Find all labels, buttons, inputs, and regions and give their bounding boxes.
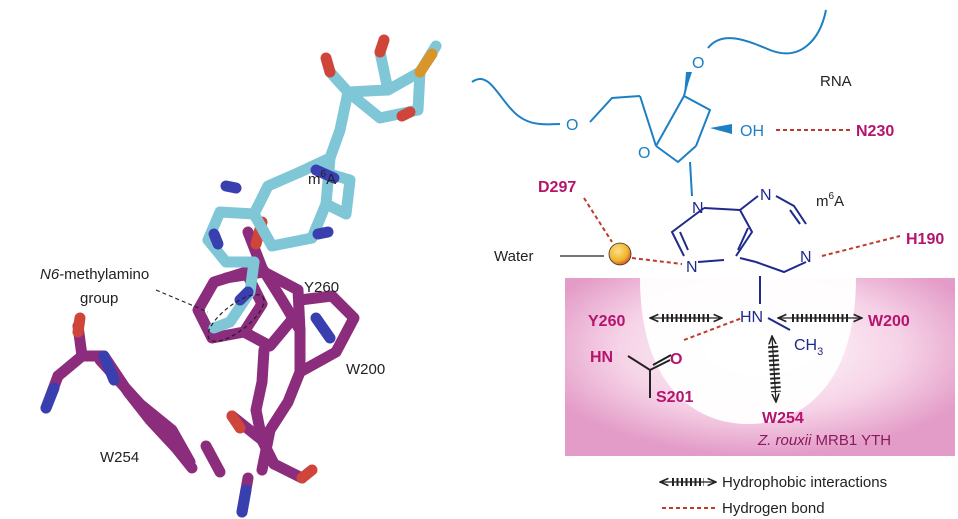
label-w200-3d: W200	[346, 361, 385, 378]
atom-n7: N	[686, 259, 698, 276]
atom-ch3: CH3	[794, 337, 823, 358]
label-n6-methylamino: N6-methylamino	[40, 266, 149, 283]
atom-o-ring: O	[638, 145, 650, 162]
residue-h190: H190	[906, 231, 944, 248]
label-y260-3d: Y260	[304, 279, 339, 296]
legend: Hydrophobic interactions Hydrogen bond	[660, 474, 887, 517]
wedge-bond-3	[684, 72, 692, 96]
residue-y260: Y260	[588, 313, 625, 330]
n6-highlight-ellipse	[207, 294, 265, 342]
label-water: Water	[494, 248, 533, 265]
atom-o5: O	[566, 117, 578, 134]
s201-amide	[627, 354, 672, 398]
atom-o3: O	[692, 55, 704, 72]
residue-hn-amide: HN	[590, 349, 613, 366]
atom-hn: HN	[740, 309, 763, 326]
label-w254-3d: W254	[100, 449, 139, 466]
atom-n9: N	[692, 200, 704, 217]
label-m6a-2d: m6A	[816, 191, 844, 210]
atom-n3: N	[760, 187, 772, 204]
atom-n1: N	[800, 249, 812, 266]
atom-o-amide: O	[670, 351, 682, 368]
ligand-atoms-n	[208, 164, 340, 306]
wedge-bond-2	[710, 124, 732, 134]
atom-oh: OH	[740, 123, 764, 140]
ligand-atoms-o	[320, 34, 416, 122]
legend-hbond: Hydrogen bond	[722, 500, 825, 517]
label-n6-group: group	[80, 290, 118, 307]
residue-w200: W200	[868, 313, 910, 330]
label-rna: RNA	[820, 73, 852, 90]
label-m6a-3d: m6A	[308, 169, 336, 188]
legend-hydrophobic: Hydrophobic interactions	[722, 474, 887, 491]
protein-atoms-n	[40, 312, 336, 518]
residue-w254: W254	[762, 410, 804, 427]
residue-d297: D297	[538, 179, 576, 196]
water-molecule	[608, 242, 632, 266]
purine-ring	[670, 195, 807, 331]
stick-model	[40, 34, 442, 518]
protein-atoms-o	[72, 216, 318, 484]
hydrogen-bonds	[583, 129, 901, 341]
pocket-label: Z. rouxii MRB1 YTH	[757, 432, 891, 449]
residue-s201: S201	[656, 389, 693, 406]
hydrophobic-interactions	[650, 318, 862, 402]
residue-n230: N230	[856, 123, 894, 140]
rna-backbone	[471, 9, 827, 197]
n6-callout-line	[155, 289, 209, 313]
ligand-atoms-p	[414, 48, 438, 78]
